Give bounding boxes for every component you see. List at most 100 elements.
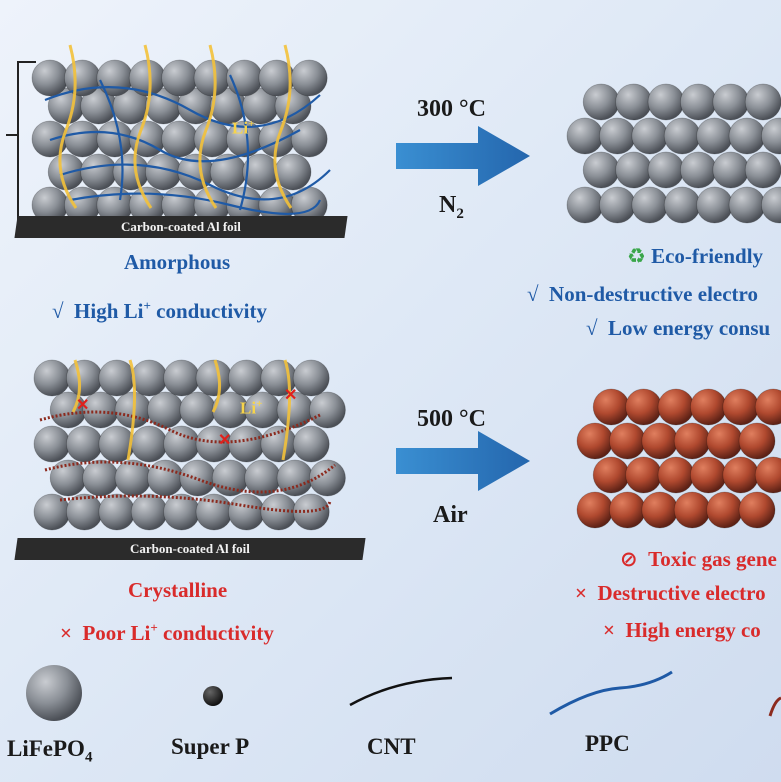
lifepo4-particle-oxidized bbox=[592, 388, 630, 426]
blocked-ion-icon: ✕ bbox=[284, 387, 297, 404]
thickness-bracket bbox=[6, 61, 36, 229]
lifepo4-particle bbox=[647, 83, 685, 121]
lifepo4-particle bbox=[566, 117, 604, 155]
legend-cnt-label: CNT bbox=[367, 734, 416, 759]
lifepo4-particle bbox=[274, 87, 312, 125]
lifepo4-particle bbox=[193, 59, 231, 97]
ppc-crystalline-chain bbox=[59, 494, 332, 513]
lifepo4-particle-oxidized bbox=[738, 491, 776, 529]
lifepo4-particle bbox=[66, 359, 103, 397]
li-ion-path bbox=[133, 44, 153, 209]
prohibited-icon: ⊘ bbox=[620, 547, 638, 571]
temperature-air: 500 °C bbox=[417, 406, 486, 432]
lifepo4-particle bbox=[66, 425, 103, 463]
lifepo4-particle bbox=[96, 120, 134, 158]
li-ion-path bbox=[281, 359, 292, 461]
lifepo4-particle-oxidized bbox=[657, 388, 695, 426]
lifepo4-particle-oxidized bbox=[641, 422, 679, 460]
lifepo4-particle bbox=[227, 493, 265, 531]
lifepo4-particle bbox=[33, 359, 71, 397]
legend-superp-label: Super P bbox=[171, 734, 250, 759]
drawback-high-energy: × High energy co bbox=[603, 618, 761, 642]
benefit-eco-friendly: ♻ Eco-friendly bbox=[627, 244, 764, 268]
lifepo4-particle bbox=[98, 359, 136, 397]
lifepo4-particle bbox=[179, 459, 217, 497]
property-amorphous: √ High Li+ conductivity bbox=[52, 298, 267, 323]
lifepo4-particle bbox=[163, 359, 201, 397]
ppc-chain bbox=[99, 79, 124, 201]
lifepo4-particle bbox=[761, 117, 781, 155]
lifepo4-particle bbox=[292, 425, 330, 463]
lifepo4-particle bbox=[227, 359, 265, 397]
lifepo4-particle-oxidized bbox=[754, 388, 781, 426]
lifepo4-particle bbox=[128, 59, 166, 97]
lifepo4-particle-oxidized bbox=[609, 491, 646, 529]
lifepo4-particle bbox=[712, 151, 750, 189]
atmosphere-n2: N2 bbox=[439, 192, 464, 222]
atmosphere-air: Air bbox=[433, 502, 468, 528]
li-ion-label-bottom: Li+ bbox=[240, 398, 263, 418]
ppc-chain bbox=[44, 86, 321, 128]
lifepo4-particle-oxidized bbox=[690, 456, 727, 494]
lifepo4-particle-oxidized bbox=[754, 456, 781, 494]
benefit-non-destructive: √ Non-destructive electro bbox=[527, 282, 758, 306]
lifepo4-particle bbox=[761, 186, 781, 224]
benefit-low-energy: √ Low energy consu bbox=[586, 316, 771, 340]
lifepo4-particle bbox=[49, 459, 87, 497]
lifepo4-particle bbox=[582, 83, 620, 121]
lifepo4-particle bbox=[680, 83, 717, 121]
legend-superp-particle bbox=[203, 686, 223, 706]
lifepo4-particle-oxidized bbox=[625, 388, 662, 426]
foil-label-top: Carbon-coated Al foil bbox=[121, 219, 241, 234]
lifepo4-particle bbox=[663, 117, 701, 155]
blocked-ion-icon: ✕ bbox=[76, 397, 89, 414]
lifepo4-particle-oxidized bbox=[673, 422, 711, 460]
lifepo4-particle bbox=[290, 59, 328, 97]
lifepo4-particle bbox=[211, 459, 249, 497]
lifepo4-particle bbox=[744, 83, 781, 121]
li-ion-paths-crystalline: ✕✕✕ bbox=[71, 359, 297, 461]
state-label-crystalline: Crystalline bbox=[128, 578, 228, 602]
ppc-network-crystalline bbox=[39, 410, 336, 513]
drawback-toxic-gas: ⊘ Toxic gas gene bbox=[620, 547, 777, 571]
lifepo4-particle bbox=[308, 391, 346, 429]
lifepo4-particle bbox=[680, 151, 717, 189]
legend-ppc-label: PPC bbox=[585, 731, 630, 756]
state-label-amorphous: Amorphous bbox=[124, 250, 231, 274]
lifepo4-particle bbox=[161, 120, 199, 158]
lifepo4-particle-oxidized bbox=[576, 491, 614, 529]
lifepo4-particle bbox=[599, 117, 636, 155]
lifepo4-particle bbox=[130, 425, 168, 463]
lifepo4-particle-oxidized bbox=[657, 456, 695, 494]
check-mark-icon: √ bbox=[527, 282, 539, 306]
ppc-crystalline-chain bbox=[44, 460, 336, 494]
lifepo4-particle bbox=[195, 359, 233, 397]
check-mark-icon: √ bbox=[586, 316, 598, 340]
check-mark-icon: √ bbox=[52, 299, 64, 323]
lifepo4-particle-oxidized bbox=[576, 422, 614, 460]
lifepo4-particle bbox=[696, 186, 733, 224]
lifepo4-particle bbox=[31, 59, 69, 97]
lifepo4-particle-oxidized bbox=[706, 491, 743, 529]
lifepo4-particle bbox=[96, 59, 134, 97]
li-ion-label-top: Li+ bbox=[232, 118, 255, 138]
lifepo4-particle bbox=[712, 83, 750, 121]
ppc-chain bbox=[229, 74, 250, 211]
lifepo4-particle-oxidized bbox=[706, 422, 743, 460]
temperature-n2: 300 °C bbox=[417, 96, 486, 122]
lifepo4-particle bbox=[728, 186, 766, 224]
li-ion-path bbox=[273, 44, 293, 209]
li-ion-path bbox=[211, 359, 221, 413]
foil-label-bottom: Carbon-coated Al foil bbox=[130, 541, 250, 556]
lifepo4-particle bbox=[582, 151, 620, 189]
lifepo4-particle bbox=[64, 120, 101, 158]
lifepo4-particle bbox=[292, 493, 330, 531]
property-crystalline: × Poor Li+ conductivity bbox=[60, 620, 274, 645]
li-ion-path bbox=[58, 44, 78, 209]
cross-mark-icon: × bbox=[60, 621, 72, 645]
lifepo4-particle-oxidized bbox=[625, 456, 662, 494]
legend-cnt-line bbox=[349, 676, 453, 707]
lifepo4-particle bbox=[308, 459, 346, 497]
lifepo4-particle-oxidized bbox=[592, 456, 630, 494]
li-ion-path bbox=[126, 359, 137, 461]
